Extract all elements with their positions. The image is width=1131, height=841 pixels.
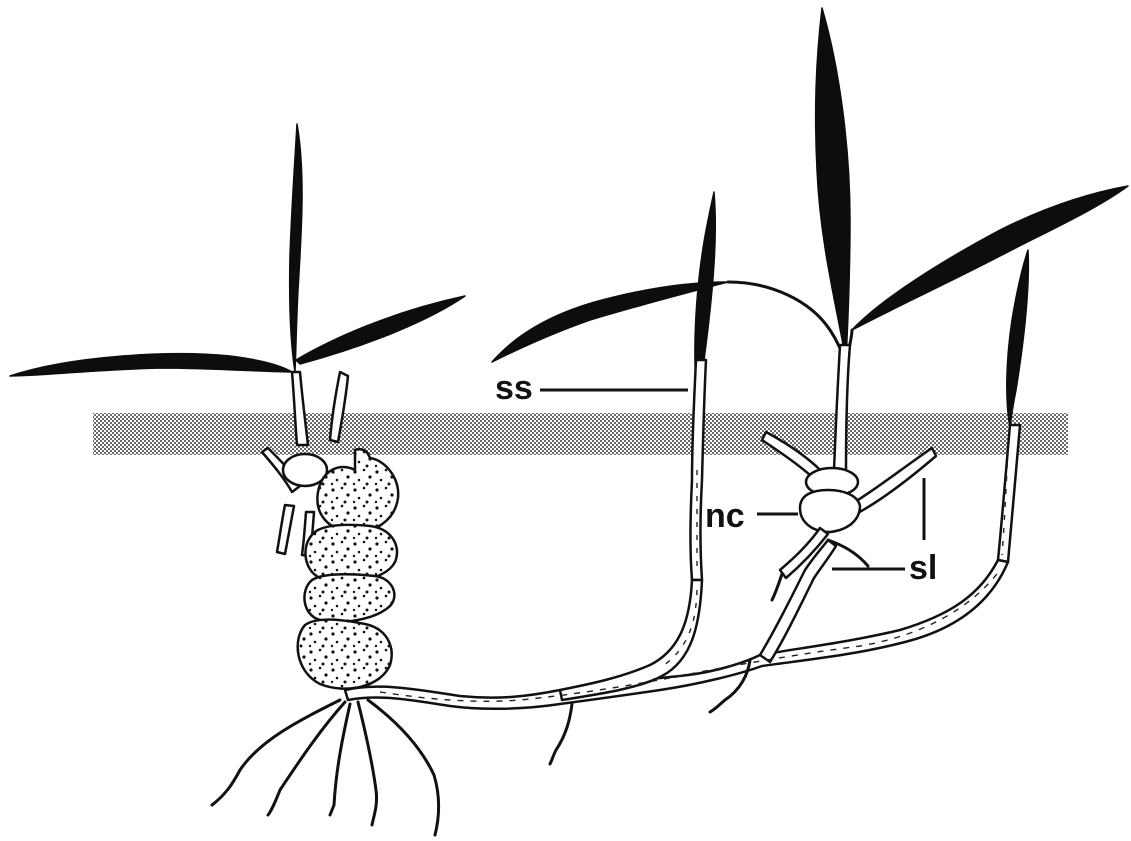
- root-4: [358, 702, 377, 825]
- root-6: [550, 704, 572, 764]
- leaf-blade-left-upright: [290, 124, 302, 372]
- leaf-blade-left-horizontal: [10, 354, 292, 376]
- leaf-blade-far-right-upright: [1007, 250, 1029, 428]
- label-ss: ss: [495, 369, 533, 407]
- label-sl: sl: [909, 549, 937, 587]
- leaf-blade-right-diagonal: [852, 186, 1128, 330]
- root-1: [212, 700, 340, 805]
- soil-surface-band: [93, 413, 1068, 455]
- labels: ss nc sl: [495, 369, 937, 587]
- leaf-blade-left-diagonal: [296, 296, 465, 364]
- leaf-blades: [10, 8, 1128, 428]
- nc-crown: [800, 490, 860, 532]
- root-3: [330, 704, 350, 815]
- root-5: [368, 700, 439, 835]
- leaf-blade-right-upright: [816, 8, 850, 360]
- label-nc: nc: [705, 497, 745, 535]
- leaf-blade-center-diagonal: [492, 282, 728, 362]
- shoot-center-stem: [691, 360, 707, 580]
